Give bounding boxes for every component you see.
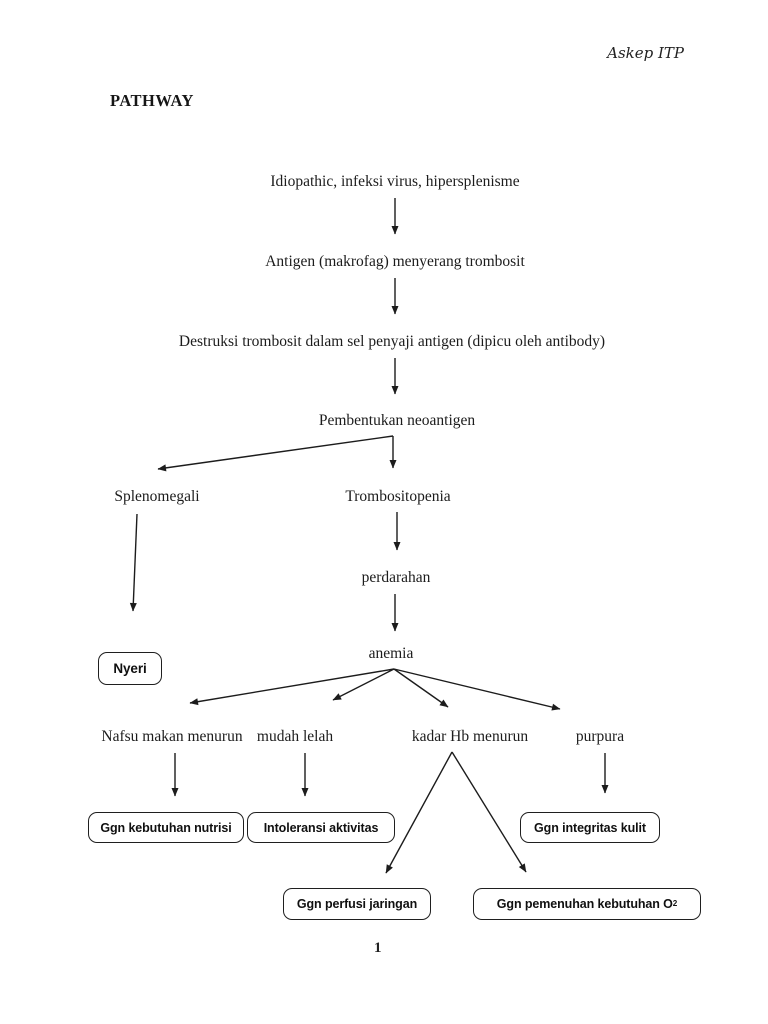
arrow-kadar-o2 xyxy=(451,751,527,873)
node-pembentukan: Pembentukan neoantigen xyxy=(318,412,476,429)
box-ggn-perfusi-jaringan-label: Ggn perfusi jaringan xyxy=(296,897,418,911)
box-ggn-perfusi-jaringan: Ggn perfusi jaringan xyxy=(283,888,431,920)
arrow-anemia-purpura xyxy=(393,668,561,711)
arrow-anemia-kadar xyxy=(393,668,449,708)
box-ggn-kebutuhan-nutrisi-label: Ggn kebutuhan nutrisi xyxy=(100,820,232,835)
header-right-text: Askep ITP xyxy=(607,44,684,62)
box-nyeri: Nyeri xyxy=(98,652,162,685)
box-intoleransi-aktivitas: Intoleransi aktivitas xyxy=(247,812,395,843)
box-intoleransi-aktivitas-label: Intoleransi aktivitas xyxy=(263,820,379,835)
node-splenomegali: Splenomegali xyxy=(114,488,200,505)
node-destruksi: Destruksi trombosit dalam sel penyaji an… xyxy=(178,333,606,350)
page-title: PATHWAY xyxy=(110,91,194,110)
node-trombositopenia: Trombositopenia xyxy=(345,488,451,505)
box-ggn-integritas-kulit-label: Ggn integritas kulit xyxy=(534,820,646,835)
arrow-anemia-mudah xyxy=(332,668,395,701)
node-purpura: purpura xyxy=(575,728,625,745)
node-perdarahan: perdarahan xyxy=(361,569,431,586)
page-number: 1 xyxy=(374,940,382,956)
box-ggn-integritas-kulit: Ggn integritas kulit xyxy=(520,812,660,843)
box-ggn-pemenuhan-o2-label: Ggn pemenuhan kebutuhan O xyxy=(496,897,673,911)
node-nafsu-makan-menurun: Nafsu makan menurun xyxy=(101,728,243,745)
arrow-anemia-nafsu xyxy=(189,668,395,706)
box-nyeri-label: Nyeri xyxy=(113,661,147,676)
box-ggn-kebutuhan-nutrisi: Ggn kebutuhan nutrisi xyxy=(88,812,244,843)
arrow-splenomegali-nyeri xyxy=(129,513,138,612)
arrow-pembentukan-splenomegali xyxy=(157,435,394,472)
arrow-kadar-perfusi xyxy=(385,751,453,874)
node-kadar-hb-menurun: kadar Hb menurun xyxy=(411,728,529,745)
node-anemia: anemia xyxy=(368,645,414,662)
node-antigen: Antigen (makrofag) menyerang trombosit xyxy=(265,253,525,270)
node-idiopathic: Idiopathic, infeksi virus, hipersplenism… xyxy=(270,173,520,190)
node-mudah-lelah: mudah lelah xyxy=(256,728,334,745)
